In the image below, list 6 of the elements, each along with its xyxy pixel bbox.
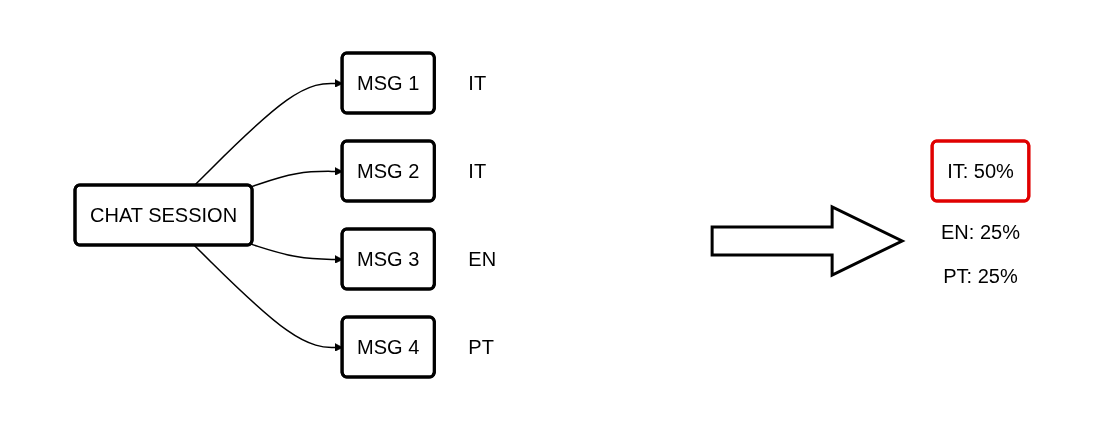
node-label: IT — [468, 71, 487, 94]
percentage-label: EN: 25% — [941, 220, 1020, 243]
percentage-label: PT: 25% — [943, 264, 1018, 287]
node-label: IT — [468, 159, 487, 182]
node-label: PT — [468, 335, 494, 358]
node-label: EN — [468, 247, 497, 270]
